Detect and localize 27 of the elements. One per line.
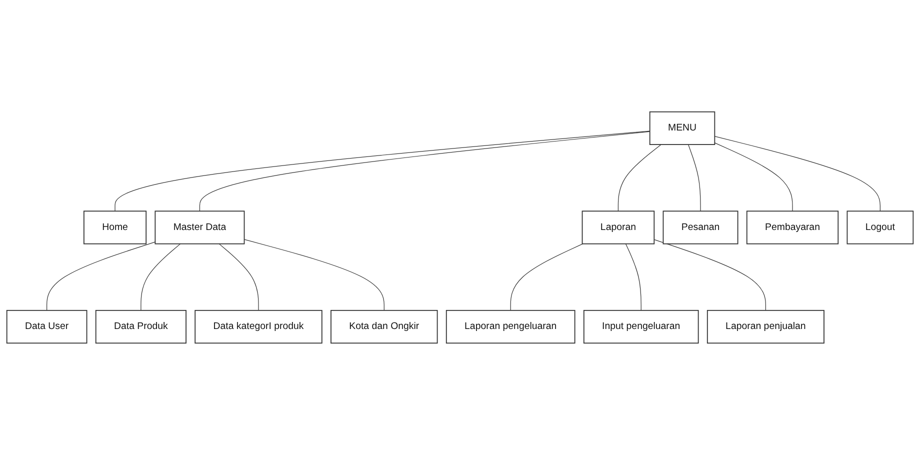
node-box: Input pengeluaran [583, 309, 699, 344]
node-box: Data kategorI produk [194, 309, 322, 344]
node-box: Data User [6, 309, 88, 344]
node-box: Data Produk [95, 309, 186, 344]
node-box: Kota dan Ongkir [330, 309, 438, 344]
connector [114, 130, 650, 211]
connector [654, 238, 766, 310]
node-box: Pembayaran [746, 210, 839, 244]
connector [714, 136, 880, 211]
node-box: Master Data [154, 210, 245, 244]
connector [510, 243, 584, 310]
connector [46, 241, 156, 310]
node-box: Laporan [582, 210, 655, 244]
connector [199, 130, 650, 211]
node-box: Home [83, 210, 147, 244]
connector [688, 144, 701, 211]
connector [714, 142, 793, 211]
node-box: Laporan pengeluaran [446, 309, 576, 344]
node-box: Logout [846, 210, 914, 244]
connector [218, 243, 259, 310]
connector [625, 243, 642, 310]
node-box: Pesanan [662, 210, 738, 244]
connector [618, 144, 662, 211]
connector [140, 243, 181, 310]
node-box: MENU [649, 110, 716, 144]
node-box: Laporan penjualan [706, 309, 824, 344]
connector [244, 238, 384, 310]
